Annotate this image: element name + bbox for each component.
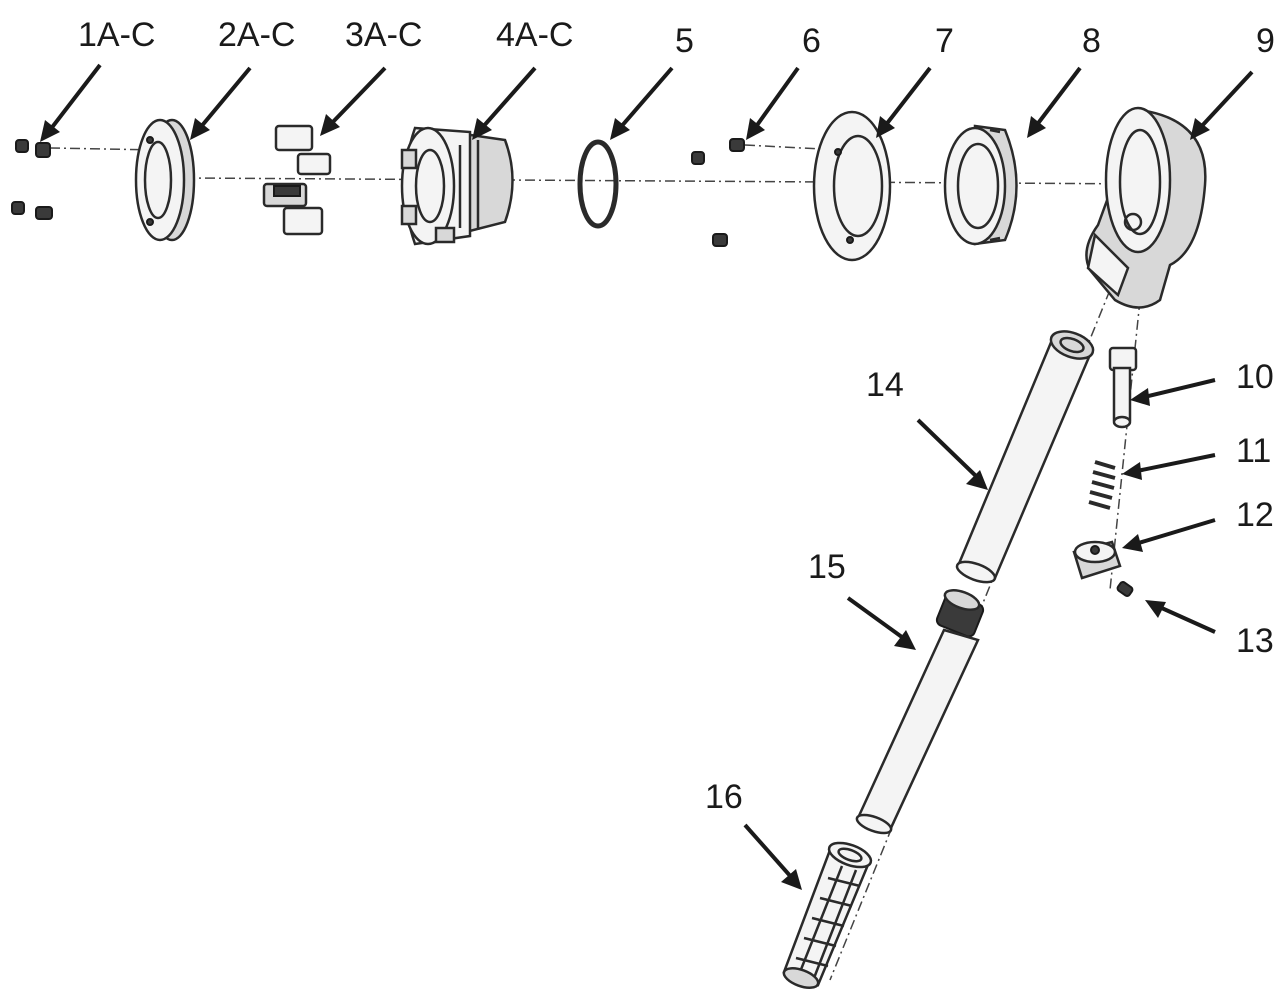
- screws-6: [691, 138, 745, 247]
- label-12: 12: [1236, 496, 1274, 534]
- label-1a-c: 1A-C: [78, 16, 155, 54]
- grip-16: [782, 841, 873, 989]
- arrow-12: [1122, 518, 1216, 552]
- handle-tube-14: [955, 330, 1095, 584]
- arrow-16: [743, 823, 802, 890]
- label-2a-c: 2A-C: [218, 16, 295, 54]
- label-5: 5: [675, 22, 694, 60]
- arrow-7: [876, 66, 932, 138]
- pawls-and-springs-3a-c: [262, 124, 332, 236]
- part-labels: 1A-C 2A-C 3A-C 4A-C 5 6 7 8 9 10 11 12 1…: [78, 16, 1275, 816]
- arrow-11: [1122, 453, 1216, 480]
- leader-arrows: [40, 63, 1254, 890]
- set-screw-13: [1116, 581, 1134, 597]
- label-16: 16: [705, 778, 743, 816]
- arrow-8: [1027, 66, 1082, 138]
- label-15: 15: [808, 548, 846, 586]
- label-7: 7: [935, 22, 954, 60]
- o-ring-5: [577, 139, 619, 229]
- ratchet-housing-4a-c: [400, 126, 514, 246]
- label-10: 10: [1236, 358, 1274, 396]
- arrow-3a-c: [320, 66, 387, 136]
- label-9: 9: [1256, 22, 1275, 60]
- label-11: 11: [1236, 432, 1271, 470]
- arrow-4a-c: [472, 66, 537, 140]
- label-6: 6: [802, 22, 821, 60]
- wrench-head-9: [1085, 106, 1207, 309]
- label-3a-c: 3A-C: [345, 16, 422, 54]
- label-13: 13: [1236, 622, 1274, 660]
- extension-rod-15: [855, 589, 985, 835]
- arrow-6: [746, 66, 800, 140]
- arrow-15: [846, 596, 916, 650]
- label-8: 8: [1082, 22, 1101, 60]
- arrow-14: [916, 418, 988, 490]
- arrow-10: [1130, 378, 1216, 406]
- spring-11: [1088, 460, 1116, 510]
- label-14: 14: [866, 366, 904, 404]
- arrow-2a-c: [190, 66, 252, 140]
- face-plate-7: [812, 110, 892, 262]
- nut-12: [1072, 540, 1122, 580]
- knurled-ring-8: [943, 124, 1018, 246]
- end-cap-2a-c: [134, 118, 196, 242]
- pin-10: [1108, 346, 1138, 429]
- arrow-13: [1145, 600, 1216, 634]
- label-4a-c: 4A-C: [496, 16, 573, 54]
- arrow-9: [1190, 70, 1254, 140]
- arrow-1a-c: [40, 63, 102, 142]
- screws-1a-c: [11, 139, 53, 220]
- arrow-5: [610, 66, 674, 140]
